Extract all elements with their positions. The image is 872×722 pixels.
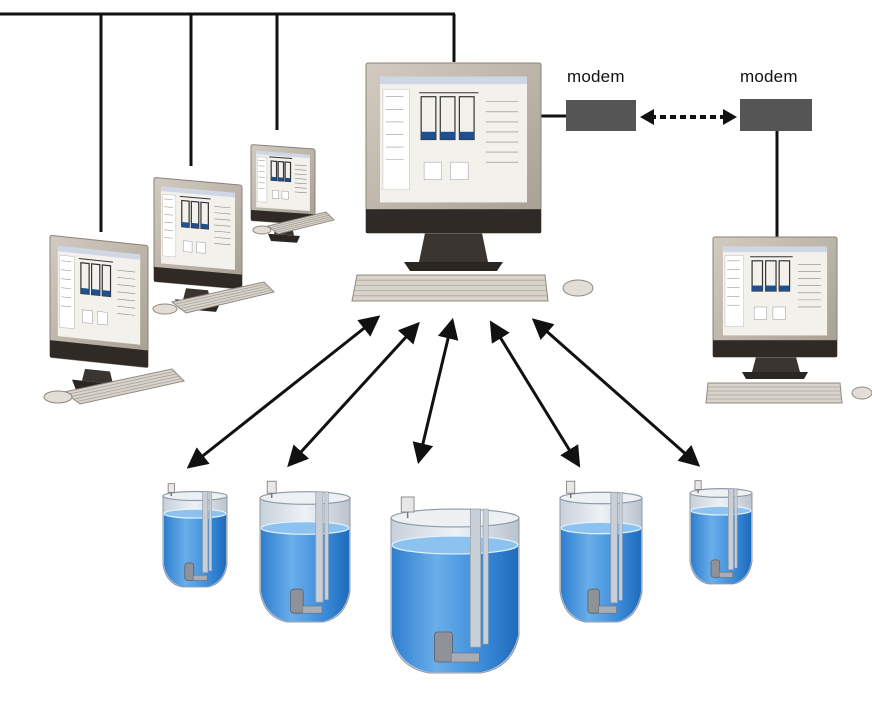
- link-arrow-1: [190, 318, 377, 466]
- modem-remote-label: modem: [740, 67, 798, 87]
- level-sensor-icon: [567, 481, 575, 493]
- link-arrow-4: [492, 324, 578, 464]
- water-tank-icon: [163, 484, 227, 587]
- water-tank-icon: [560, 481, 642, 622]
- modem-local-label: modem: [567, 67, 625, 87]
- discharge-pipe: [470, 509, 480, 647]
- modem-link-arrow: [640, 109, 737, 125]
- mouse-icon: [153, 304, 177, 314]
- link-arrow-3: [419, 322, 452, 460]
- water-tank-icon: [391, 497, 519, 673]
- discharge-pipe: [203, 492, 208, 573]
- workstation-3: [251, 145, 334, 244]
- level-sensor-icon: [267, 481, 276, 493]
- level-sensor-icon: [695, 481, 701, 490]
- water-tank-icon: [690, 481, 752, 584]
- discharge-pipe: [611, 492, 618, 602]
- level-sensor-icon: [168, 484, 174, 493]
- discharge-pipe: [728, 489, 733, 570]
- keyboard-icon: [352, 275, 548, 301]
- link-arrow-5: [535, 321, 697, 464]
- tanks: [163, 481, 752, 673]
- modem-remote-icon: [740, 99, 812, 131]
- modem-local-icon: [566, 100, 636, 131]
- computer-monitor-icon: [366, 63, 541, 271]
- workstation-4: [352, 63, 593, 301]
- workstation-5: [706, 237, 872, 403]
- mouse-icon: [563, 280, 593, 296]
- mouse-icon: [253, 226, 271, 234]
- link-arrow-2: [290, 325, 417, 464]
- computer-monitor-icon: [50, 235, 148, 397]
- computer-monitor-icon: [713, 237, 837, 379]
- level-sensor-icon: [401, 497, 414, 512]
- mouse-icon: [44, 391, 72, 403]
- keyboard-icon: [706, 383, 842, 403]
- discharge-pipe: [316, 492, 323, 602]
- water-tank-icon: [260, 481, 350, 622]
- link-arrows: [190, 318, 697, 466]
- mouse-icon: [852, 387, 872, 399]
